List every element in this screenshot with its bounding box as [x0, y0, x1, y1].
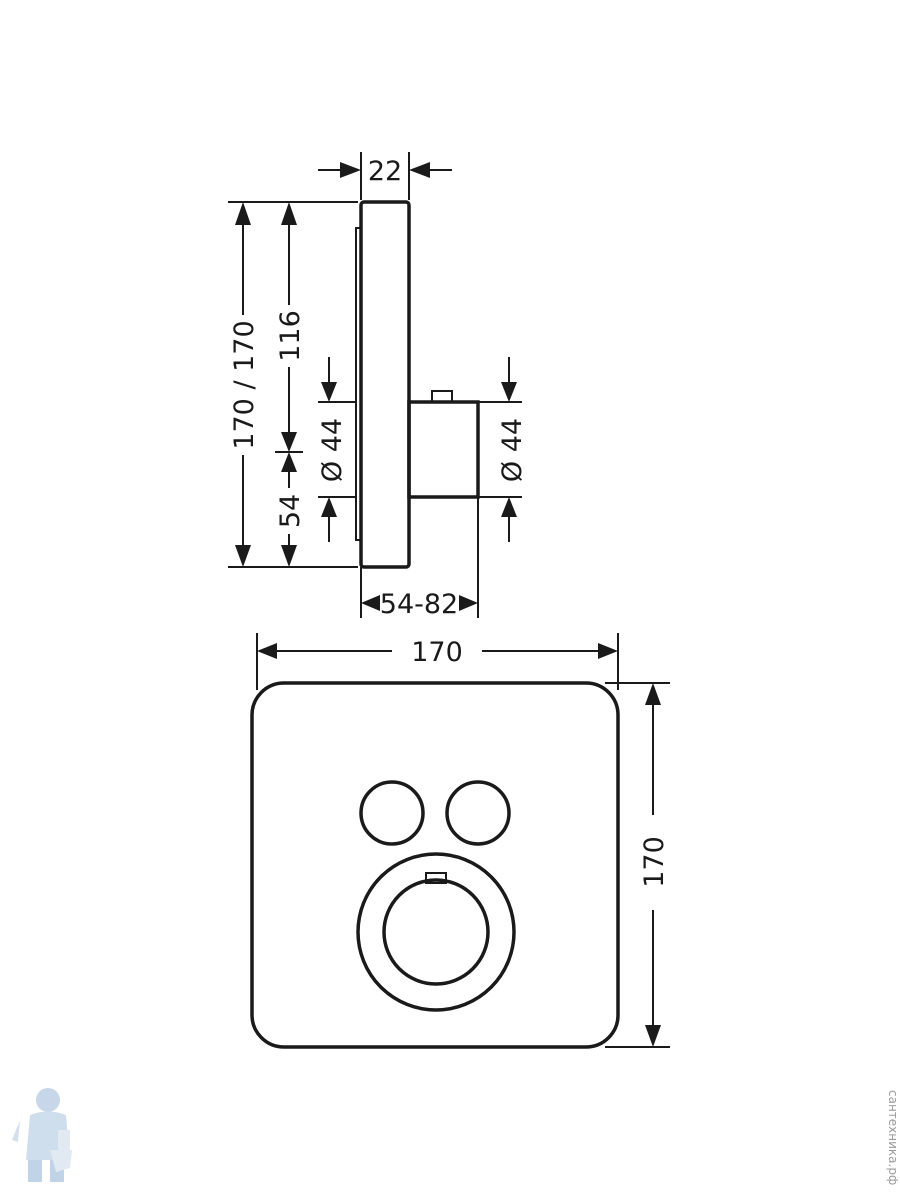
upper-height-label: 116: [275, 310, 306, 362]
upper-height-arrow-bottom: [281, 432, 297, 452]
body-top-knob: [431, 390, 453, 403]
cover-plate-profile: [359, 200, 411, 569]
push-button-left: [359, 780, 425, 846]
left-dia-arrow-top: [321, 382, 337, 402]
push-button-right: [445, 780, 511, 846]
total-height-arrow-top: [235, 202, 251, 225]
lower-height-arrow-bottom: [281, 545, 297, 567]
depth-arrow-right: [409, 162, 430, 178]
upper-height-arrow-top: [281, 202, 297, 225]
left-diameter-label: Ø 44: [317, 418, 348, 482]
width-arrow-left: [257, 643, 277, 659]
wall-mount-step: [355, 227, 361, 541]
thermostat-ring-outer: [356, 852, 516, 1012]
watermark-side-text: сантехника.рф: [886, 1090, 900, 1186]
fv-height-label: 170: [639, 836, 670, 888]
front-view: 170 170: [250, 633, 670, 1049]
total-height-arrow-bottom: [235, 545, 251, 567]
width-label: 170: [411, 637, 463, 668]
cover-plate-front: [250, 681, 620, 1049]
plumber-logo: [12, 1088, 72, 1182]
side-view: 22 170 / 170 116 54 Ø 44: [228, 152, 528, 620]
fv-height-arrow-top: [645, 683, 661, 705]
right-dia-arrow-top: [501, 382, 517, 402]
total-height-label: 170 / 170: [229, 320, 260, 449]
depth-label: 22: [368, 156, 402, 187]
depth-arrow-left: [340, 162, 361, 178]
right-dia-arrow-bottom: [501, 497, 517, 517]
width-arrow-right: [598, 643, 618, 659]
lower-height-label: 54: [275, 494, 306, 528]
projection-arrow-right: [459, 595, 478, 611]
fv-height-arrow-bottom: [645, 1025, 661, 1047]
projection-label: 54-82: [380, 589, 458, 620]
valve-body-profile: [407, 400, 480, 499]
left-dia-arrow-bottom: [321, 497, 337, 517]
lower-height-arrow-top: [281, 452, 297, 472]
thermostat-knob-inner: [382, 878, 490, 986]
projection-arrow-left: [361, 595, 380, 611]
thermostat-stop-tab: [425, 872, 447, 884]
right-diameter-label: Ø 44: [497, 418, 528, 482]
